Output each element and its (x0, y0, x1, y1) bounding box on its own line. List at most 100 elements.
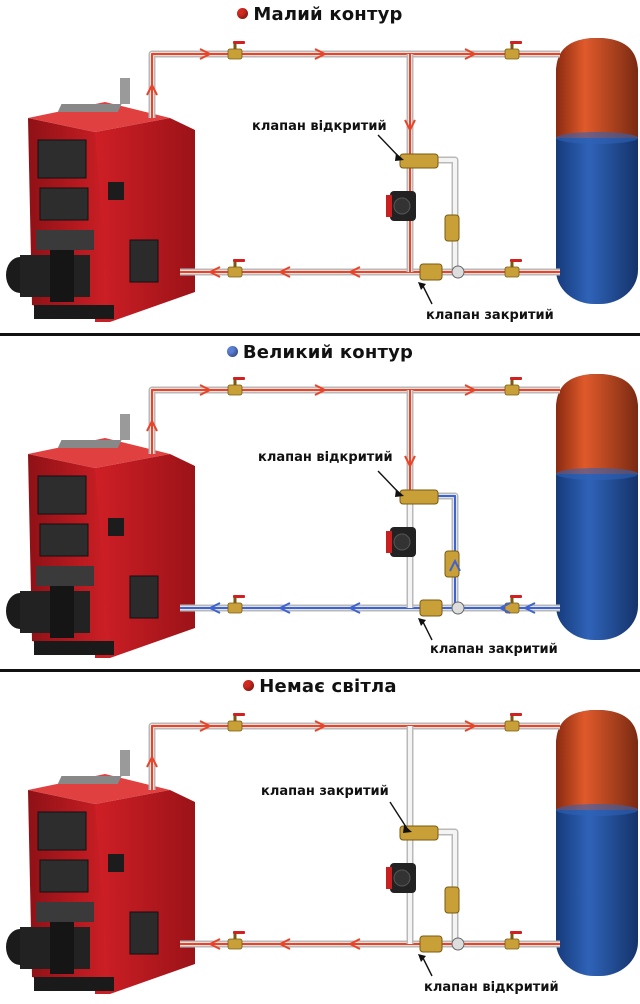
panel-title: Малий контур (0, 4, 640, 25)
leader-arrowhead (395, 153, 404, 161)
leader-arrowhead (395, 489, 404, 497)
ball-valve-body (227, 266, 243, 278)
flow-arrow-icon (522, 602, 536, 614)
boiler-base (34, 305, 114, 319)
burner-block (50, 250, 74, 302)
boiler-side (95, 790, 195, 994)
flow-arrow-icon (314, 384, 328, 396)
flow-arrow-icon (347, 266, 361, 278)
ball-valve-handle (233, 713, 245, 716)
ball-valve-handle (233, 377, 245, 380)
ball-valve-handle (233, 595, 245, 598)
ball-valve-handle (233, 41, 245, 44)
panel-title-text: Малий контур (253, 4, 403, 25)
supply-pipe-core (150, 724, 560, 790)
ball-valve-handle (233, 259, 245, 262)
pump-motor (393, 533, 411, 551)
leader-line (389, 801, 409, 831)
panel-small-circuit: Малий контур клапан відкритий клапан зак… (0, 0, 640, 334)
flow-arrow-icon (464, 384, 478, 396)
ball-valve-stem (510, 933, 514, 939)
return-valve (419, 935, 443, 953)
boiler-top (28, 774, 170, 804)
boiler-collector (57, 440, 122, 448)
boiler-side-door (129, 911, 159, 955)
thermometer-icon (451, 937, 465, 951)
pump-ring (386, 531, 392, 553)
ball-valve-handle (510, 377, 522, 380)
boiler-top (28, 102, 170, 132)
boiler-chimney (120, 750, 130, 776)
supply-pipe-flow (150, 388, 560, 454)
supply-pipe-flow (150, 724, 560, 790)
buffer-tank-hot-zone (556, 374, 638, 474)
ball-valve-body (227, 48, 243, 60)
ball-valve-body (504, 938, 520, 950)
boiler-side-door (129, 239, 159, 283)
ball-valve-handle (510, 713, 522, 716)
ball-valve-stem (233, 43, 237, 49)
ball-valve-stem (233, 933, 237, 939)
ball-valve-stem (510, 43, 514, 49)
panel-title: Немає світла (0, 676, 640, 697)
buffer-tank-boundary (556, 468, 638, 480)
flow-arrow-icon (464, 720, 478, 732)
boiler-side (95, 454, 195, 658)
check-valve (399, 153, 439, 169)
return-valve (419, 263, 443, 281)
return-valve (419, 599, 443, 617)
thermometer-icon (451, 601, 465, 615)
flow-arrow-icon (404, 119, 416, 133)
buffer-tank-hot-zone (556, 710, 638, 810)
ball-valve-body (504, 384, 520, 396)
flow-arrow-icon (199, 720, 213, 732)
divider (0, 669, 640, 672)
flow-arrow-icon (146, 754, 158, 768)
ball-valve-handle (510, 259, 522, 262)
check-valve (399, 825, 439, 841)
panel-title-text: Великий контур (242, 342, 414, 363)
ball-valve-handle (510, 595, 522, 598)
boiler-base (34, 641, 114, 655)
ball-valve-body (227, 384, 243, 396)
flow-arrow-icon (207, 266, 221, 278)
flow-arrow-icon (347, 938, 361, 950)
status-dot (243, 680, 255, 691)
valve-bottom-label: клапан закритий (430, 642, 558, 657)
ball-valve-stem (510, 597, 514, 603)
supply-pipe-shell (148, 386, 560, 454)
valve-top-label: клапан закритий (261, 784, 389, 799)
ball-valve-stem (233, 597, 237, 603)
flow-arrow-icon (464, 48, 478, 60)
flow-arrow-icon (199, 384, 213, 396)
leader-arrowhead (418, 954, 426, 962)
leader-arrowhead (418, 282, 426, 290)
pump-motor (393, 869, 411, 887)
heating-scheme (6, 38, 638, 322)
ball-valve-handle (510, 41, 522, 44)
buffer-tank-boundary (556, 132, 638, 144)
buffer-tank-boundary (556, 804, 638, 816)
boiler-chimney (120, 414, 130, 440)
leader-arrowhead (418, 618, 426, 626)
ball-valve-stem (233, 715, 237, 721)
leader-arrowhead (403, 825, 412, 833)
flow-arrow-icon (146, 418, 158, 432)
flow-arrow-icon (449, 558, 461, 572)
ball-valve-body (504, 48, 520, 60)
boiler-door-middle (39, 187, 89, 221)
ball-valve-stem (233, 261, 237, 267)
boiler-controller (108, 518, 124, 536)
valve-top-label: клапан відкритий (252, 119, 387, 134)
boiler-ash-panel (36, 902, 94, 922)
ball-valve-handle (233, 931, 245, 934)
supply-pipe-shell (148, 722, 560, 790)
leader-line (421, 619, 433, 641)
buffer-tank-hot-zone (556, 38, 638, 138)
valve-bottom-label: клапан відкритий (424, 980, 559, 995)
boiler-door-upper (37, 811, 87, 851)
ball-valve-body (227, 720, 243, 732)
flow-arrow-icon (277, 602, 291, 614)
panel-big-circuit: Великий контур клапан відкритий клапан з… (0, 336, 640, 669)
flow-arrow-icon (277, 938, 291, 950)
